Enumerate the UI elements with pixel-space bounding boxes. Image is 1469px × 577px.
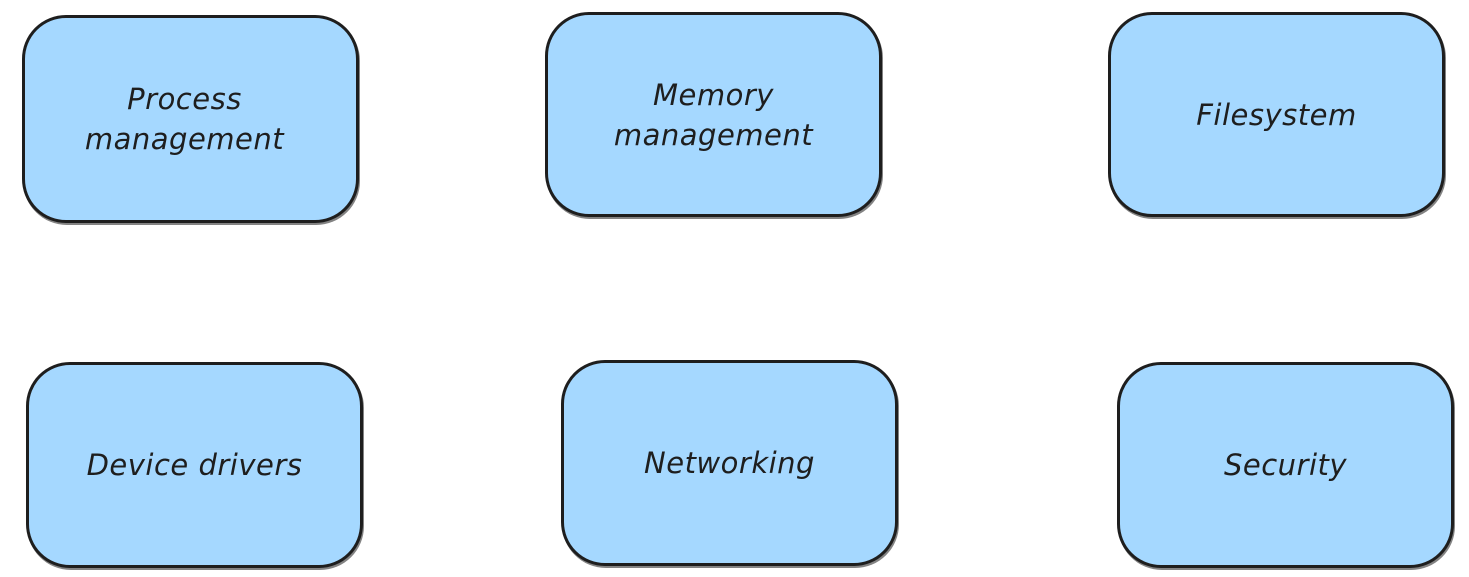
node-security[interactable]: Security (1117, 362, 1454, 568)
node-label-filesystem: Filesystem (1196, 97, 1357, 132)
node-label-memory-management: Memory management (613, 77, 814, 152)
node-label-networking: Networking (644, 446, 815, 480)
node-label-security: Security (1223, 448, 1348, 482)
node-memory-management[interactable]: Memory management (545, 12, 882, 217)
node-networking[interactable]: Networking (561, 360, 898, 566)
node-device-drivers[interactable]: Device drivers (26, 362, 363, 568)
node-label-process-management: Process management (84, 82, 285, 156)
node-filesystem[interactable]: Filesystem (1108, 12, 1445, 217)
node-process-management[interactable]: Process management (22, 15, 359, 223)
node-label-device-drivers: Device drivers (86, 448, 303, 482)
